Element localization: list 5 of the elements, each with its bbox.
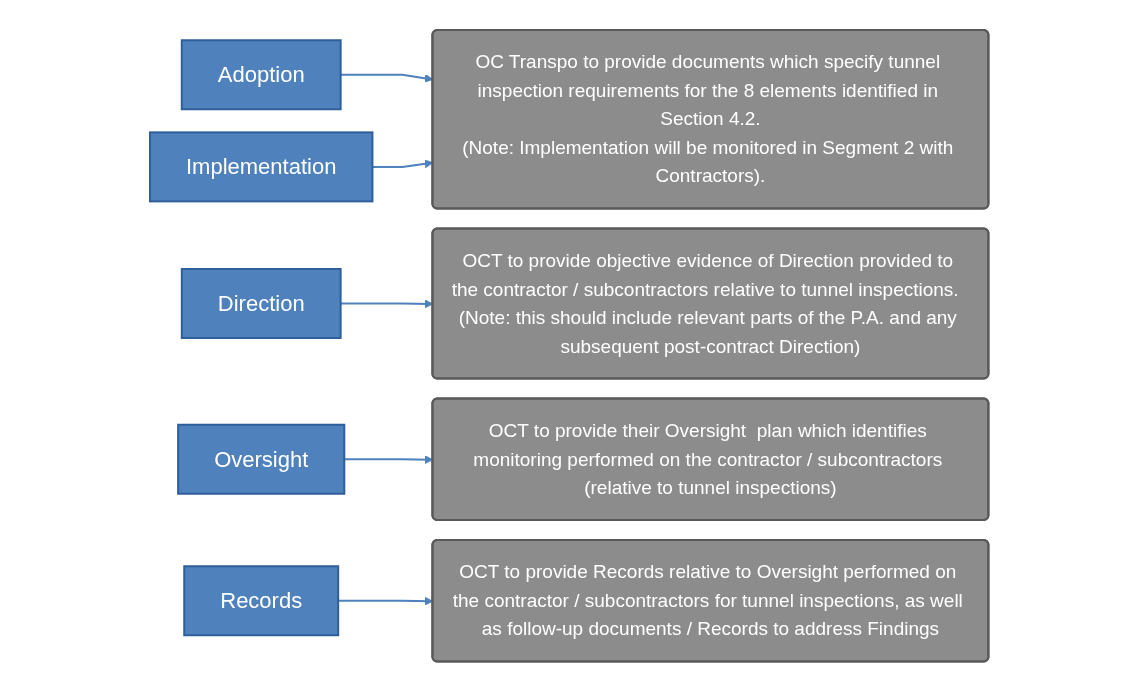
node-box: Oversight [176,423,346,495]
node-box: Records [183,565,339,636]
node-box: Direction [180,267,342,339]
node-box: Adoption [180,39,342,110]
node-box: Implementation [148,131,374,203]
